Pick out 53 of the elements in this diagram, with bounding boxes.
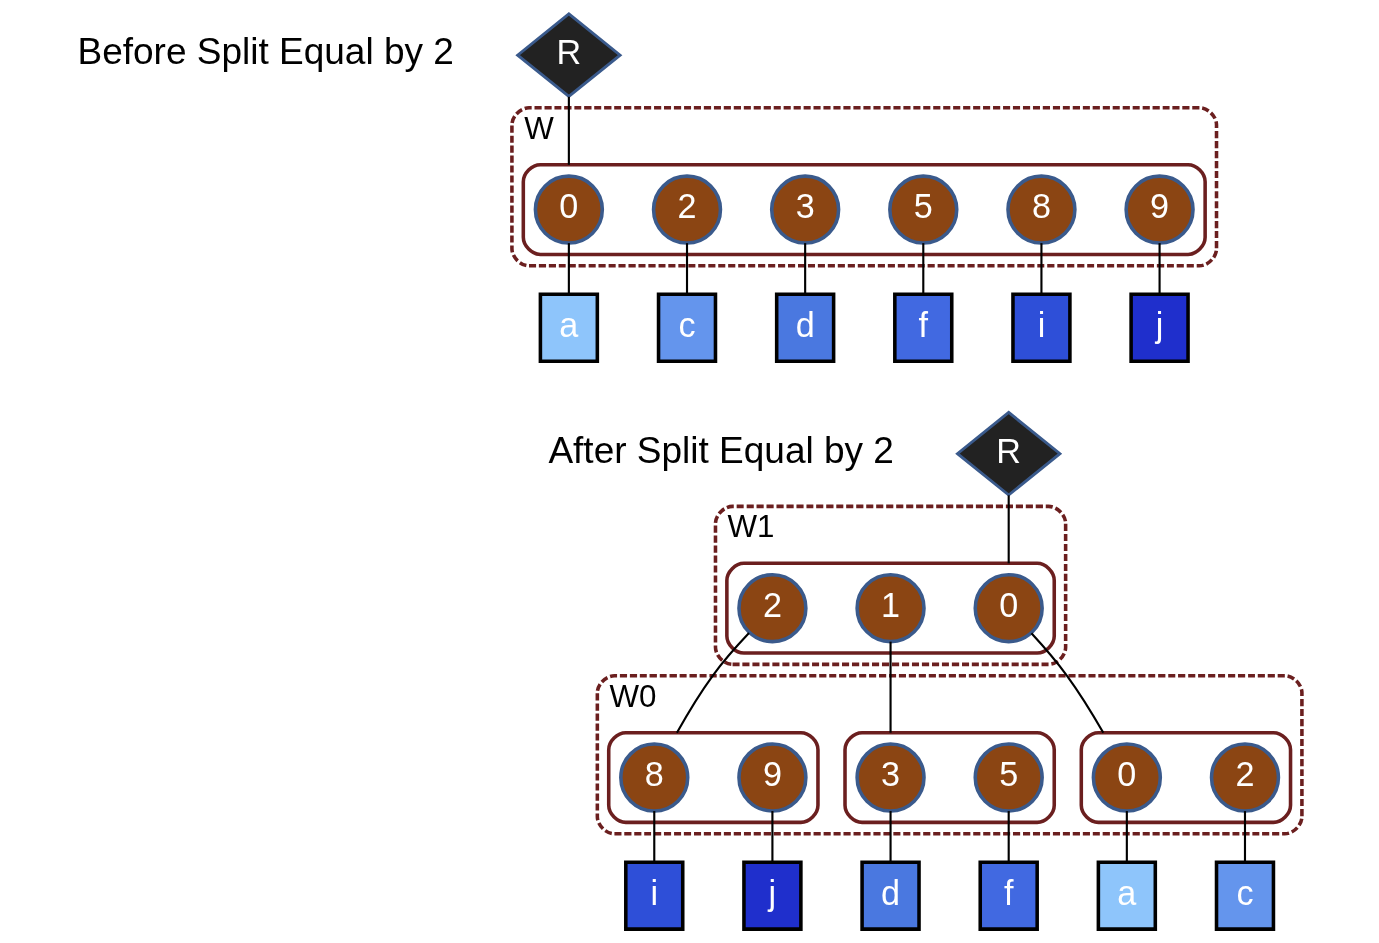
node-circle: 8	[619, 742, 690, 813]
connector	[567, 243, 570, 294]
node-box: a	[1096, 860, 1158, 931]
node-circle: 2	[651, 174, 723, 245]
connector	[889, 641, 892, 733]
node-circle: 2	[1209, 742, 1281, 813]
node-box: d	[860, 860, 921, 931]
node-diamond: R	[955, 410, 1063, 497]
node-box: i	[1011, 292, 1072, 363]
node-circle: 1	[855, 572, 926, 644]
node-circle: 9	[737, 742, 808, 813]
connector	[804, 243, 807, 294]
node-box: j	[742, 860, 803, 931]
connector	[1007, 495, 1010, 564]
node-circle: 2	[737, 572, 808, 644]
node-circle: 0	[533, 174, 605, 245]
node-box: c	[1214, 860, 1276, 931]
connector	[889, 811, 892, 862]
node-box: f	[893, 292, 954, 363]
connector	[922, 243, 925, 294]
label: After Split Equal by 2	[548, 429, 894, 471]
cluster	[725, 561, 1057, 655]
cluster	[606, 730, 820, 825]
node-circle: 0	[973, 572, 1044, 644]
node-box: i	[624, 860, 685, 931]
connector	[1243, 811, 1247, 862]
node-circle: 0	[1091, 742, 1163, 813]
connector	[676, 632, 750, 734]
node-box: c	[656, 292, 718, 363]
node-box: f	[978, 860, 1039, 931]
connector	[1125, 811, 1128, 862]
connector	[1030, 632, 1105, 734]
connector	[1158, 243, 1161, 294]
cluster	[843, 730, 1057, 825]
connector	[1040, 243, 1043, 294]
node-box: d	[774, 292, 836, 363]
cluster	[1079, 730, 1293, 825]
connector	[771, 811, 774, 862]
node-circle: 3	[855, 742, 926, 813]
connector	[685, 243, 689, 294]
node-box: a	[538, 292, 600, 363]
cluster	[521, 163, 1207, 257]
node-box: j	[1129, 292, 1190, 363]
node-circle: 3	[769, 174, 841, 245]
node-diamond: R	[515, 12, 623, 99]
node-circle: 5	[888, 174, 959, 245]
node-circle: 8	[1006, 174, 1077, 245]
connector	[653, 811, 656, 862]
node-circle: 5	[973, 742, 1044, 813]
node-circle: 9	[1124, 174, 1195, 245]
connector	[1007, 811, 1010, 862]
connector	[567, 96, 570, 165]
label: Before Split Equal by 2	[77, 31, 454, 73]
